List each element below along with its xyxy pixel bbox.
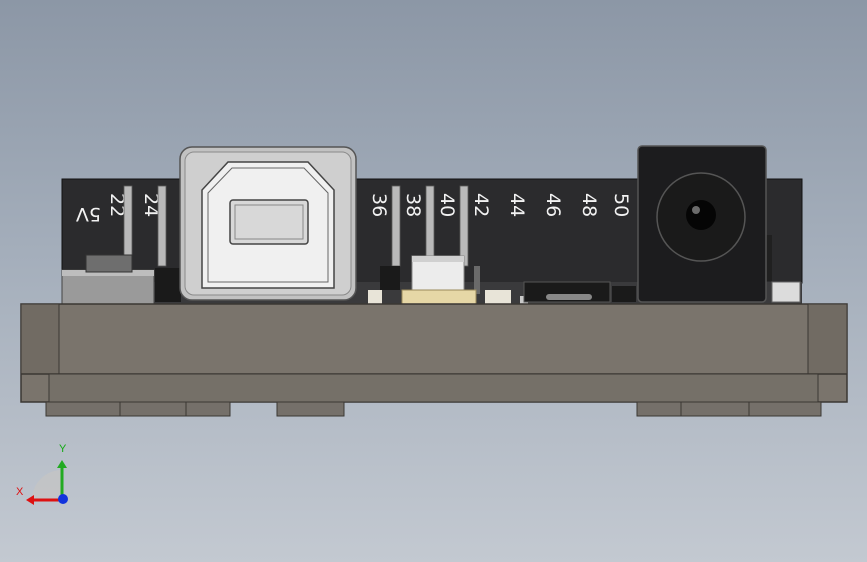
pin-label-22: 22 [106,193,128,217]
pin-label-44: 44 [506,193,528,217]
pin-label-36: 36 [368,193,390,217]
reset-button [61,254,155,305]
pin-label-46: 46 [542,193,564,217]
axis-x-label: X [16,486,24,498]
pin-label-50: 50 [610,193,632,217]
usb-b-connector [179,146,357,301]
dc-barrel-jack [637,145,767,303]
z-axis-icon [58,494,68,504]
pin-label-40: 40 [436,193,458,217]
rubber-feet [45,401,822,417]
triad-plane-icon [32,470,62,500]
pin-label-5v: 5V [76,203,101,225]
pin-label-24: 24 [140,193,162,217]
smd-components [155,235,801,304]
pin-label-42: 42 [470,193,492,217]
axis-y-label: Y [59,443,67,455]
enclosure-base [20,303,848,403]
axis-triad [26,460,68,505]
pin-label-38: 38 [402,193,424,217]
capacitor [401,255,477,305]
pin-label-48: 48 [578,193,600,217]
